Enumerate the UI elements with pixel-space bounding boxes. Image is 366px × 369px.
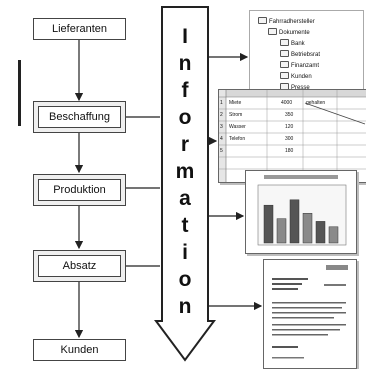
folder-icon — [280, 72, 289, 79]
sheet-cell: Strom — [229, 112, 243, 118]
sheet-cell: 3 — [220, 124, 223, 130]
spreadsheet-grid — [219, 90, 366, 182]
suppliers-box: Lieferanten — [33, 18, 126, 40]
sheet-cell: 300 — [285, 136, 294, 142]
chart-title-line — [264, 175, 338, 179]
sheet-cell: 1 — [220, 100, 223, 106]
document-logo-mark — [326, 265, 348, 270]
chart-bar — [289, 199, 300, 244]
document-page — [272, 265, 348, 359]
sheet-cell: 120 — [285, 124, 294, 130]
chart-bars — [263, 199, 339, 244]
sheet-cell: 350 — [285, 112, 294, 118]
letter-document-screenshot — [263, 259, 357, 369]
sheet-cell: 5 — [220, 148, 223, 154]
tree-root-item: Fahrradhersteller — [258, 17, 315, 25]
left-edge-bar — [0, 60, 21, 126]
chart-bar — [302, 213, 313, 244]
information-letter: t — [181, 214, 189, 237]
information-letter: r — [180, 133, 190, 156]
sheet-row-header — [219, 90, 226, 182]
folder-icon — [280, 50, 289, 57]
information-letter: o — [178, 268, 192, 291]
chart-bar — [276, 218, 287, 244]
tree-child-item: Dokumente — [268, 28, 310, 36]
tree-leaf-item: Finanzamt — [280, 61, 319, 69]
folder-icon — [258, 17, 267, 24]
information-letter: m — [175, 160, 195, 183]
folder-icon — [268, 28, 277, 35]
customers-label: Kunden — [60, 344, 99, 356]
sheet-cell: Miete — [229, 100, 242, 106]
information-letter: f — [181, 79, 189, 102]
production-box: Produktion — [33, 174, 126, 206]
customers-box: Kunden — [33, 339, 126, 361]
information-letter: o — [178, 106, 192, 129]
procurement-box: Beschaffung — [33, 101, 126, 133]
folder-tree-screenshot: Fahrradhersteller Dokumente Bank Betrieb… — [249, 10, 364, 100]
production-label: Produktion — [53, 184, 106, 196]
tree-leaf-label: Betriebsrat — [291, 52, 321, 58]
folder-icon — [280, 61, 289, 68]
tree-root-label: Fahrradhersteller — [269, 19, 315, 25]
sheet-cell: 2 — [220, 112, 223, 118]
chart-canvas — [257, 175, 347, 246]
chart-bar — [328, 226, 339, 244]
tree-leaf-item: Bank — [280, 39, 305, 47]
tree-leaf-item: Kunden — [280, 72, 312, 80]
chart-bar — [263, 204, 274, 244]
suppliers-label: Lieferanten — [51, 23, 108, 35]
bar-chart-screenshot — [245, 170, 357, 254]
sheet-cell: Telefon — [229, 136, 246, 142]
sheet-cell: 4000 — [281, 100, 293, 106]
sales-label: Absatz — [62, 260, 97, 272]
tree-leaf-label: Presse — [291, 85, 310, 91]
sheet-header-row — [219, 90, 366, 97]
information-letter: I — [182, 25, 188, 48]
sheet-annotation-line — [304, 102, 366, 125]
sheet-cell: Wasser — [229, 124, 246, 130]
sheet-cell: gehalten — [306, 100, 326, 106]
sheet-cell: 4 — [220, 136, 223, 142]
chart-bar — [315, 221, 326, 244]
folder-icon — [280, 39, 289, 46]
tree-leaf-item: Betriebsrat — [280, 50, 320, 58]
sales-box: Absatz — [33, 250, 126, 282]
tree-leaf-label: Finanzamt — [291, 63, 320, 69]
tree-leaf-label: Kunden — [291, 74, 312, 80]
information-letter: n — [178, 295, 192, 318]
sheet-cell: 180 — [285, 148, 294, 154]
tree-leaf-label: Bank — [291, 41, 305, 47]
procurement-label: Beschaffung — [49, 111, 110, 123]
spreadsheet-screenshot: 1 Miete 4000 gehalten 2 Strom 350 3 Wass… — [218, 89, 366, 183]
information-letter: a — [179, 187, 191, 210]
information-arrow — [154, 6, 216, 362]
information-letter: i — [182, 241, 188, 264]
tree-child-label: Dokumente — [279, 30, 310, 36]
information-letter: n — [178, 52, 192, 75]
